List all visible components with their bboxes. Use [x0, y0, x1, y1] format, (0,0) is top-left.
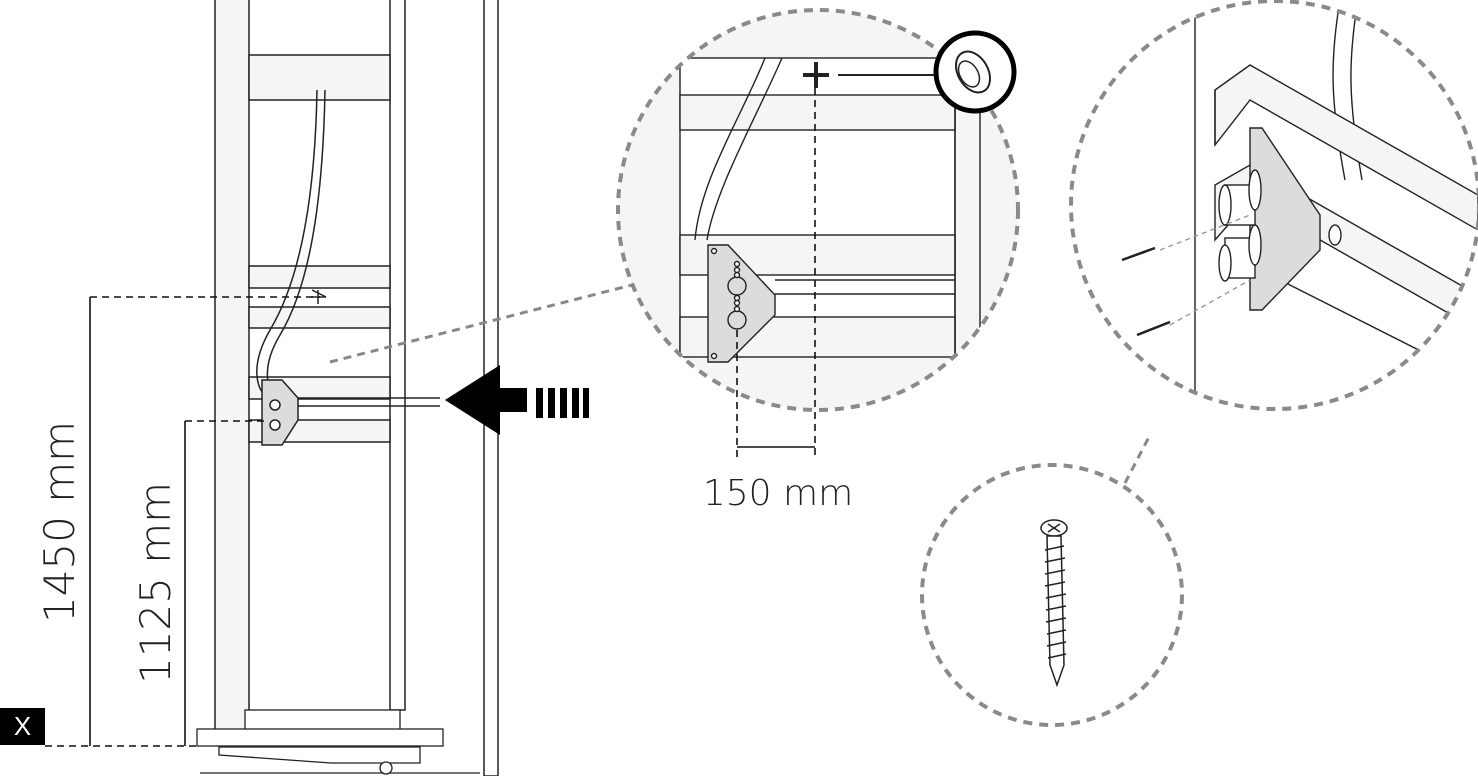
dimension-lines — [45, 296, 320, 747]
spacing-dimension — [736, 88, 816, 458]
arrow-left-icon — [445, 365, 589, 435]
screw-detail-circle — [920, 463, 1184, 727]
screw-icon — [1121, 246, 1171, 337]
wall-frame — [214, 0, 499, 776]
height-bracket-label: 1125 mm — [131, 482, 180, 684]
height-outlet-label: 1450 mm — [35, 421, 84, 623]
floor-base — [196, 709, 480, 775]
floor-reference-label: X — [13, 711, 32, 741]
mounting-detail-circle — [1069, 0, 1478, 411]
screw-icon — [1040, 519, 1068, 688]
spacing-label: 150 mm — [703, 473, 853, 514]
plus-marker-icon — [803, 62, 829, 88]
sealing-ring-icon — [933, 30, 1017, 114]
bracket-detail-circle — [616, 8, 1020, 412]
floor-reference-marker: X — [0, 708, 45, 745]
